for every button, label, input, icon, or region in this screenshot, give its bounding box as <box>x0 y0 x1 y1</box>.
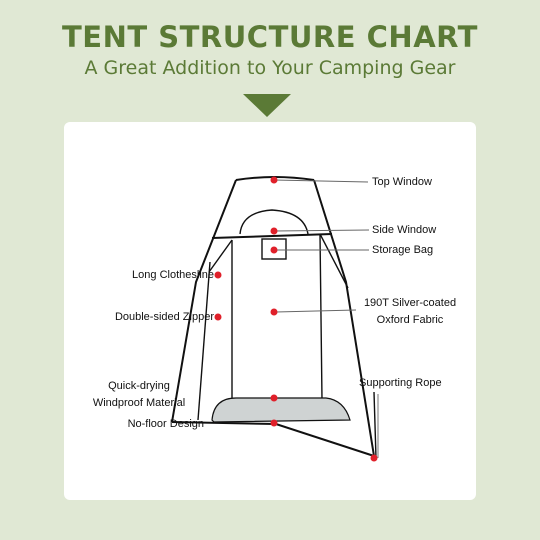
side-window-marker <box>270 227 278 235</box>
leader-lines <box>273 179 379 458</box>
label-windproof-line1: Quick-drying <box>108 380 170 392</box>
marker-dots <box>214 176 378 462</box>
clothesline-marker <box>214 271 222 279</box>
page-title: TENT STRUCTURE CHART <box>62 20 478 54</box>
label-fabric: 190T Silver-coated Oxford Fabric <box>350 296 470 327</box>
label-fabric-line1: 190T Silver-coated <box>363 297 457 309</box>
label-storage-bag: Storage Bag <box>372 244 434 256</box>
page-subtitle: A Great Addition to Your Camping Gear <box>84 57 456 79</box>
zipper-marker <box>214 313 222 321</box>
tent-diagram <box>171 176 379 462</box>
label-supporting-rope: Supporting Rope <box>359 377 442 389</box>
no-floor-marker <box>270 419 278 427</box>
top-window-marker <box>270 176 278 184</box>
label-zipper: Double-sided Zipper <box>114 311 214 323</box>
storage-bag-marker <box>270 246 278 254</box>
label-windproof-line2: Windproof Material <box>92 397 186 409</box>
windproof-floor <box>211 397 351 423</box>
label-fabric-line2: Oxford Fabric <box>376 314 444 326</box>
label-side-window: Side Window <box>372 224 437 236</box>
fabric-marker <box>270 308 278 316</box>
down-arrow-icon <box>243 94 291 117</box>
diagram-card: Top Window Side Window Storage Bag Long … <box>64 122 476 500</box>
label-no-floor: No-floor Design <box>127 418 204 430</box>
windproof-marker <box>270 394 278 402</box>
label-long-clothesline: Long Clothesline <box>132 269 214 281</box>
rope-marker <box>370 454 378 462</box>
label-top-window: Top Window <box>372 176 432 188</box>
label-windproof: Quick-drying Windproof Material <box>64 379 214 410</box>
